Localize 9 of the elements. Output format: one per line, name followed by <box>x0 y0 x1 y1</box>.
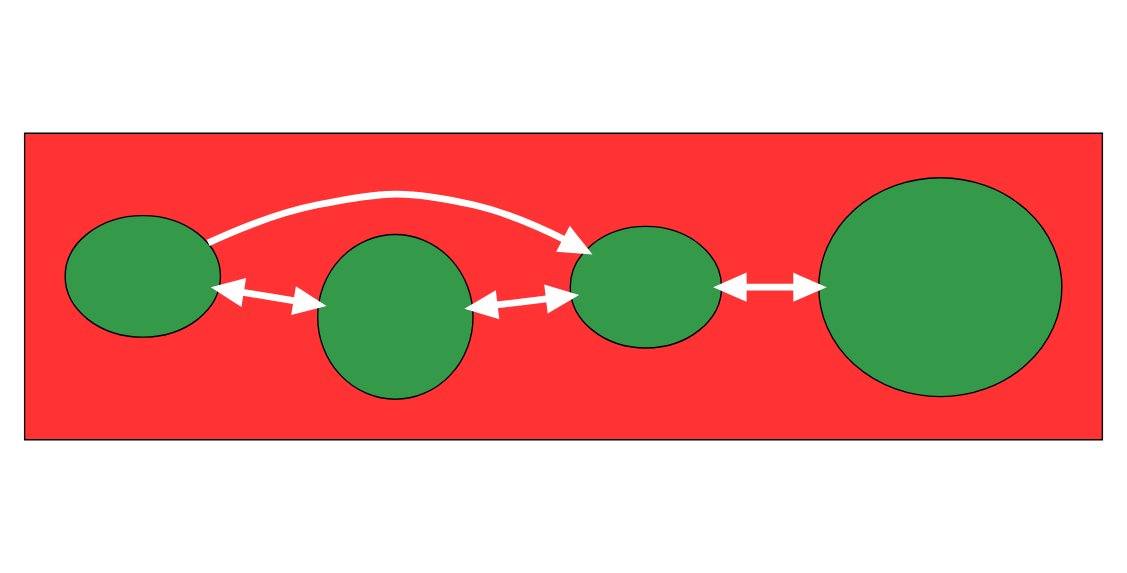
cluster <box>23 132 1104 441</box>
arrow <box>464 284 580 320</box>
arrow <box>206 190 593 255</box>
node-ellipse <box>64 214 222 338</box>
arrow <box>713 272 827 302</box>
node-ellipse <box>569 225 723 349</box>
arrow <box>210 278 327 316</box>
node-ellipse <box>818 177 1063 398</box>
node-ellipse <box>317 233 474 400</box>
